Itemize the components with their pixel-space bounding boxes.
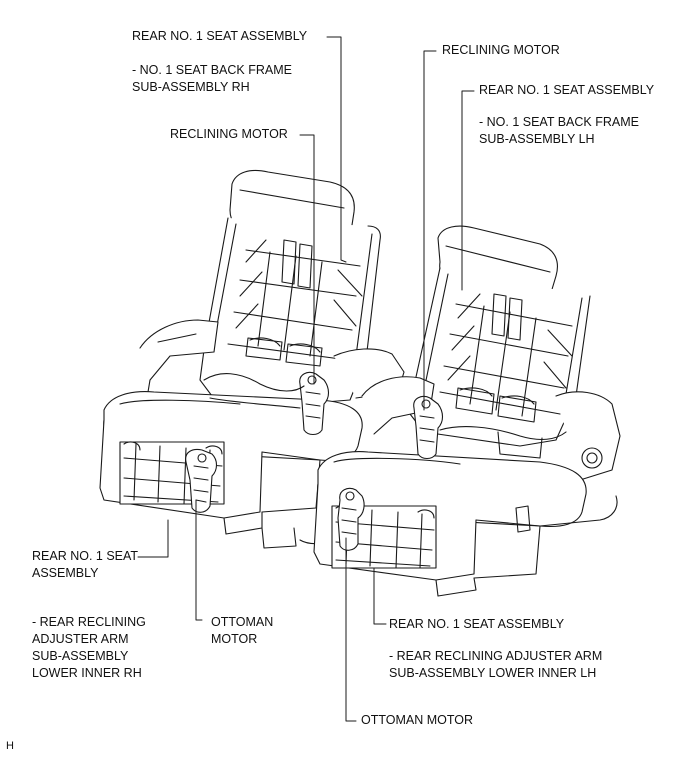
rh-seat-back-frame-label: - NO. 1 SEAT BACK FRAME SUB-ASSEMBLY RH (132, 63, 292, 94)
lh-seat-drawing (313, 225, 621, 597)
corner-mark: H (6, 740, 14, 752)
leader-lines (137, 36, 475, 722)
rh-seat-drawing (99, 169, 405, 549)
rh-reclining-motor-label: RECLINING MOTOR (170, 127, 288, 141)
rh-ottoman-motor-label: OTTOMAN MOTOR (211, 615, 274, 646)
rh-lower-seat-assembly-label: REAR NO. 1 SEAT ASSEMBLY (32, 549, 139, 580)
lh-ottoman-motor-label: OTTOMAN MOTOR (361, 713, 474, 727)
lh-lower-seat-assembly-label: REAR NO. 1 SEAT ASSEMBLY (389, 617, 565, 631)
rh-reclining-adjuster-label: - REAR RECLINING ADJUSTER ARM SUB-ASSEMB… (32, 615, 146, 680)
rh-seat-assembly-label: REAR NO. 1 SEAT ASSEMBLY (132, 29, 308, 43)
lh-reclining-adjuster-label: - REAR RECLINING ADJUSTER ARM SUB-ASSEMB… (389, 649, 603, 680)
lh-seat-back-frame-label: - NO. 1 SEAT BACK FRAME SUB-ASSEMBLY LH (479, 115, 639, 146)
lh-seat-assembly-label: REAR NO. 1 SEAT ASSEMBLY (479, 83, 655, 97)
lh-reclining-motor-label: RECLINING MOTOR (442, 43, 560, 57)
